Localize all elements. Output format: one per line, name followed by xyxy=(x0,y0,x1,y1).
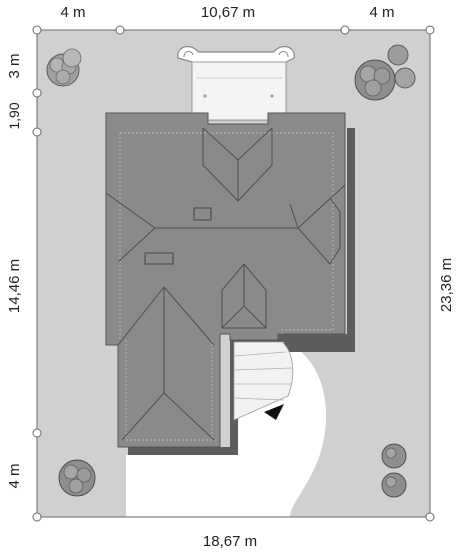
dim-bottom-width: 18,67 m xyxy=(203,533,257,550)
dim-left-top: 3 m xyxy=(6,53,23,78)
tree-icon xyxy=(381,472,407,498)
dim-top-center: 10,67 m xyxy=(201,4,255,21)
entrance-steps xyxy=(233,341,294,421)
tree-icon xyxy=(381,443,407,469)
dim-left-bottom: 4 m xyxy=(6,463,23,488)
dim-right-depth: 23,36 m xyxy=(438,258,455,312)
tree-icon xyxy=(354,59,396,101)
dim-left-upper: 1,90 xyxy=(6,102,22,129)
tree-icon xyxy=(62,48,82,68)
dimension-ticks xyxy=(32,25,435,522)
entrance-arrow-icon xyxy=(264,404,284,420)
skylight xyxy=(144,252,174,265)
dim-left-middle: 14,46 m xyxy=(6,259,23,313)
tree-icon xyxy=(58,459,96,497)
tree-icon xyxy=(387,44,409,66)
dim-top-right: 4 m xyxy=(369,4,394,21)
chimney xyxy=(193,207,212,221)
dim-top-left: 4 m xyxy=(60,4,85,21)
roof xyxy=(105,112,346,448)
tree-icon xyxy=(394,67,416,89)
driveway xyxy=(126,455,232,517)
terrace-balustrade xyxy=(177,45,295,121)
